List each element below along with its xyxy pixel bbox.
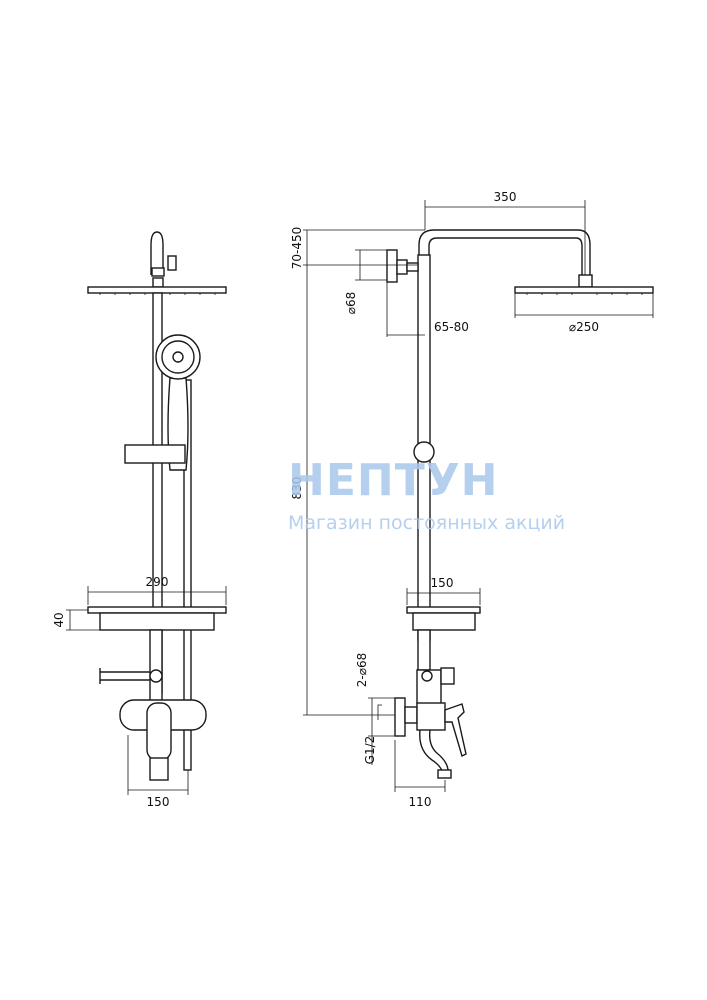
dim-830: 830 — [290, 477, 304, 500]
dim-65-80: 65-80 — [434, 320, 469, 334]
slide-bracket — [124, 444, 186, 464]
front-gooseneck — [150, 231, 164, 275]
side-mixer-handle — [444, 703, 467, 758]
dim-70-450: 70-450 — [290, 227, 304, 270]
dim-150-front: 150 — [147, 795, 170, 809]
front-spout — [149, 757, 169, 781]
front-shelf — [87, 606, 227, 614]
dim-350: 350 — [494, 190, 517, 204]
side-mixer-body — [416, 702, 446, 731]
dim-dia-68: ⌀68 — [344, 292, 358, 315]
dim-g1-2: G1/2 — [363, 736, 377, 765]
dim-110: 110 — [409, 795, 432, 809]
dim-dia-250: ⌀250 — [569, 320, 599, 334]
side-rain-head — [514, 286, 654, 294]
dim-2-dia-68: 2-⌀68 — [355, 653, 369, 687]
side-wall-flange — [394, 697, 406, 737]
front-hose — [183, 379, 192, 771]
front-view — [66, 231, 227, 795]
wall-bracket — [386, 249, 398, 283]
dim-40: 40 — [52, 612, 66, 627]
front-mixer-handle — [146, 702, 172, 761]
front-rain-head — [87, 286, 227, 294]
watermark-brand: НЕПТУН — [288, 455, 499, 506]
dim-290: 290 — [146, 575, 169, 589]
side-shelf — [406, 606, 481, 614]
slider-ball — [413, 441, 435, 463]
dim-150-side: 150 — [431, 576, 454, 590]
side-view — [303, 200, 654, 792]
watermark-tagline: Магазин постоянных акций — [288, 512, 566, 534]
